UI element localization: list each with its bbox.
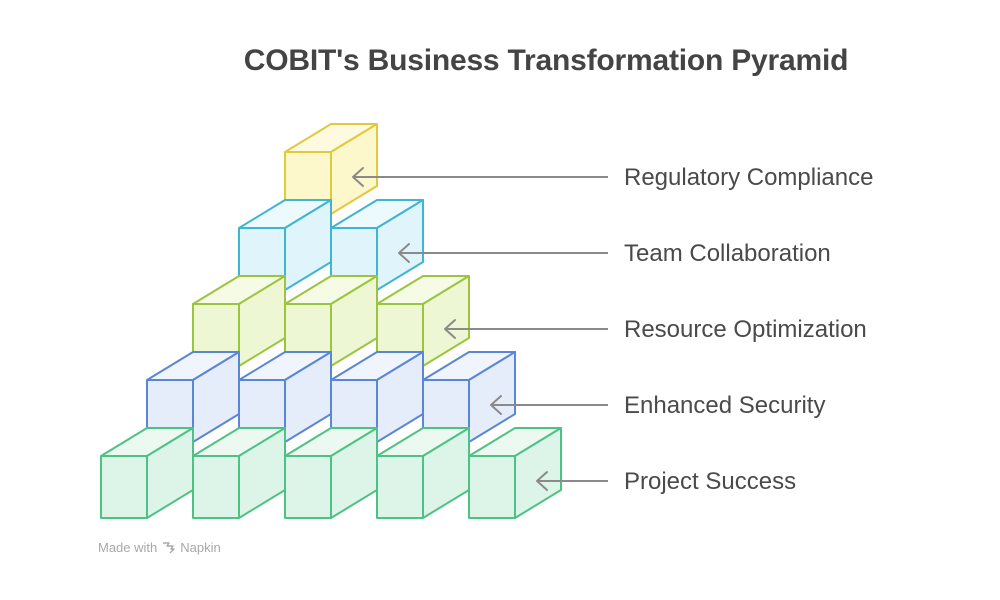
cube-front-face	[468, 455, 516, 519]
pyramid-cube	[192, 275, 286, 367]
footer-credit: Made with Napkin	[98, 540, 221, 555]
cube-front-face	[100, 455, 148, 519]
pyramid-cube	[284, 123, 378, 215]
cube-front-face	[192, 455, 240, 519]
pyramid-cube	[238, 351, 332, 443]
arrow-head-icon	[352, 167, 364, 187]
pyramid-cube	[146, 351, 240, 443]
arrow-head-icon	[536, 471, 548, 491]
pyramid-cube	[284, 275, 378, 367]
pyramid-row	[146, 351, 516, 443]
pyramid-cube	[330, 351, 424, 443]
footer-brand: Napkin	[180, 540, 221, 555]
napkin-logo-icon	[163, 542, 175, 554]
arrow-head-icon	[398, 243, 410, 263]
cube-front-face	[284, 455, 332, 519]
pyramid-row	[192, 275, 470, 367]
level-connectors	[352, 167, 608, 491]
footer-prefix: Made with	[98, 540, 158, 555]
pyramid-row	[284, 123, 378, 215]
pyramid-cube	[376, 275, 470, 367]
pyramid-cube	[468, 427, 562, 519]
pyramid-cube	[376, 427, 470, 519]
diagram-title: COBIT's Business Transformation Pyramid	[243, 44, 849, 77]
level-label: Team Collaboration	[624, 240, 831, 267]
arrow-head-icon	[444, 319, 456, 339]
level-label: Enhanced Security	[624, 392, 825, 419]
pyramid-row	[238, 199, 424, 291]
pyramid-cube	[238, 199, 332, 291]
cube-front-face	[376, 455, 424, 519]
level-label: Project Success	[624, 468, 796, 495]
level-label: Regulatory Compliance	[624, 164, 873, 191]
arrow-head-icon	[490, 395, 502, 415]
pyramid-cube	[284, 427, 378, 519]
level-label: Resource Optimization	[624, 316, 867, 343]
pyramid-row	[100, 427, 562, 519]
pyramid-cube	[100, 427, 194, 519]
pyramid-cubes	[100, 123, 562, 519]
pyramid-cube	[192, 427, 286, 519]
pyramid-cube	[422, 351, 516, 443]
